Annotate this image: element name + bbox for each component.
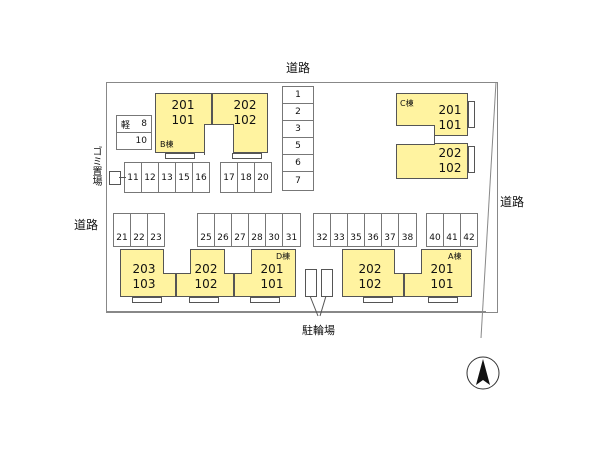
unit-lower: 102 — [358, 277, 382, 291]
unit-lower: 101 — [171, 113, 195, 127]
unit-lower: 102 — [438, 161, 462, 175]
unit-upper: 202 — [233, 98, 257, 112]
parking-space[interactable]: 25 — [197, 213, 215, 247]
balcony — [363, 297, 393, 303]
parking-space[interactable]: 17 — [220, 162, 238, 193]
parking-space[interactable]: 15 — [175, 162, 193, 193]
parking-space[interactable]: 26 — [214, 213, 232, 247]
road-label-top: 道路 — [286, 61, 311, 75]
building-b-notch — [204, 124, 234, 155]
unit-upper: 201 — [260, 262, 284, 276]
parking-space[interactable]: 33 — [330, 213, 348, 247]
parking-space[interactable]: 11 — [124, 162, 142, 193]
garbage-label: ゴミ置場 — [90, 146, 101, 186]
parking-space[interactable]: 16 — [192, 162, 210, 193]
parking-space[interactable]: 32 — [313, 213, 331, 247]
parking-space[interactable]: 30 — [265, 213, 283, 247]
parking-space[interactable]: 21 — [113, 213, 131, 247]
garbage-leader-line — [119, 177, 126, 178]
parking-space[interactable]: 2 — [282, 103, 314, 121]
parking-space[interactable]: 5 — [282, 137, 314, 155]
parking-space[interactable]: 38 — [398, 213, 417, 247]
unit-lower: 102 — [194, 277, 218, 291]
building-d-notch — [224, 249, 252, 274]
parking-space[interactable]: 27 — [231, 213, 249, 247]
unit-lower: 102 — [233, 113, 257, 127]
parking-space[interactable]: 12 — [141, 162, 159, 193]
parking-space[interactable]: 35 — [347, 213, 365, 247]
parking-space[interactable]: 18 — [237, 162, 255, 193]
building-c-tag: C棟 — [400, 99, 414, 108]
parking-space-kei[interactable]: 軽 8 — [116, 115, 152, 133]
balcony — [165, 153, 195, 159]
building-d-notch — [163, 249, 191, 274]
parking-space[interactable]: 22 — [130, 213, 148, 247]
site-boundary-bottom — [106, 311, 486, 312]
balcony — [232, 153, 262, 159]
parking-space[interactable]: 42 — [460, 213, 478, 247]
parking-space[interactable]: 37 — [381, 213, 399, 247]
unit-upper: 202 — [438, 146, 462, 160]
road-label-left: 道路 — [74, 218, 99, 232]
parking-space[interactable]: 28 — [248, 213, 266, 247]
kei-number: 8 — [141, 119, 147, 129]
bicycle-leader-lines — [309, 296, 327, 317]
unit-lower: 101 — [438, 118, 462, 132]
site-boundary-right — [480, 81, 497, 339]
parking-space[interactable]: 41 — [443, 213, 461, 247]
balcony — [468, 101, 475, 128]
building-a-notch — [394, 249, 422, 274]
balcony — [428, 297, 458, 303]
balcony — [132, 297, 162, 303]
unit-lower: 101 — [260, 277, 284, 291]
building-a-tag: A棟 — [448, 252, 462, 261]
parking-space[interactable]: 20 — [254, 162, 272, 193]
unit-lower: 103 — [132, 277, 156, 291]
building-b-tag: B棟 — [160, 140, 174, 149]
building-a-unit-1[interactable] — [342, 249, 404, 297]
building-d-tag: D棟 — [276, 252, 291, 261]
parking-space[interactable]: 13 — [158, 162, 176, 193]
garbage-area — [109, 171, 121, 185]
parking-space[interactable]: 1 — [282, 86, 314, 104]
kei-label: 軽 — [121, 120, 131, 131]
parking-space[interactable]: 3 — [282, 120, 314, 138]
parking-space[interactable]: 10 — [116, 132, 152, 150]
balcony — [250, 297, 280, 303]
parking-space[interactable]: 36 — [364, 213, 382, 247]
unit-upper: 201 — [430, 262, 454, 276]
unit-upper: 201 — [171, 98, 195, 112]
unit-upper: 203 — [132, 262, 156, 276]
parking-space[interactable]: 6 — [282, 154, 314, 172]
north-arrow-icon — [466, 356, 500, 390]
building-b-unit-1[interactable] — [155, 93, 212, 153]
bicycle-rack — [321, 269, 333, 297]
unit-upper: 202 — [358, 262, 382, 276]
parking-space[interactable]: 7 — [282, 171, 314, 191]
unit-upper: 201 — [438, 103, 462, 117]
road-label-right: 道路 — [500, 195, 525, 209]
parking-space[interactable]: 40 — [426, 213, 444, 247]
unit-lower: 101 — [430, 277, 454, 291]
building-c-notch — [396, 125, 435, 145]
site-boundary — [106, 82, 498, 313]
balcony — [189, 297, 219, 303]
parking-space[interactable]: 23 — [147, 213, 165, 247]
parking-space[interactable]: 31 — [282, 213, 301, 247]
bicycle-label: 駐輪場 — [302, 324, 335, 337]
balcony — [468, 146, 475, 173]
unit-upper: 202 — [194, 262, 218, 276]
bicycle-rack — [305, 269, 317, 297]
